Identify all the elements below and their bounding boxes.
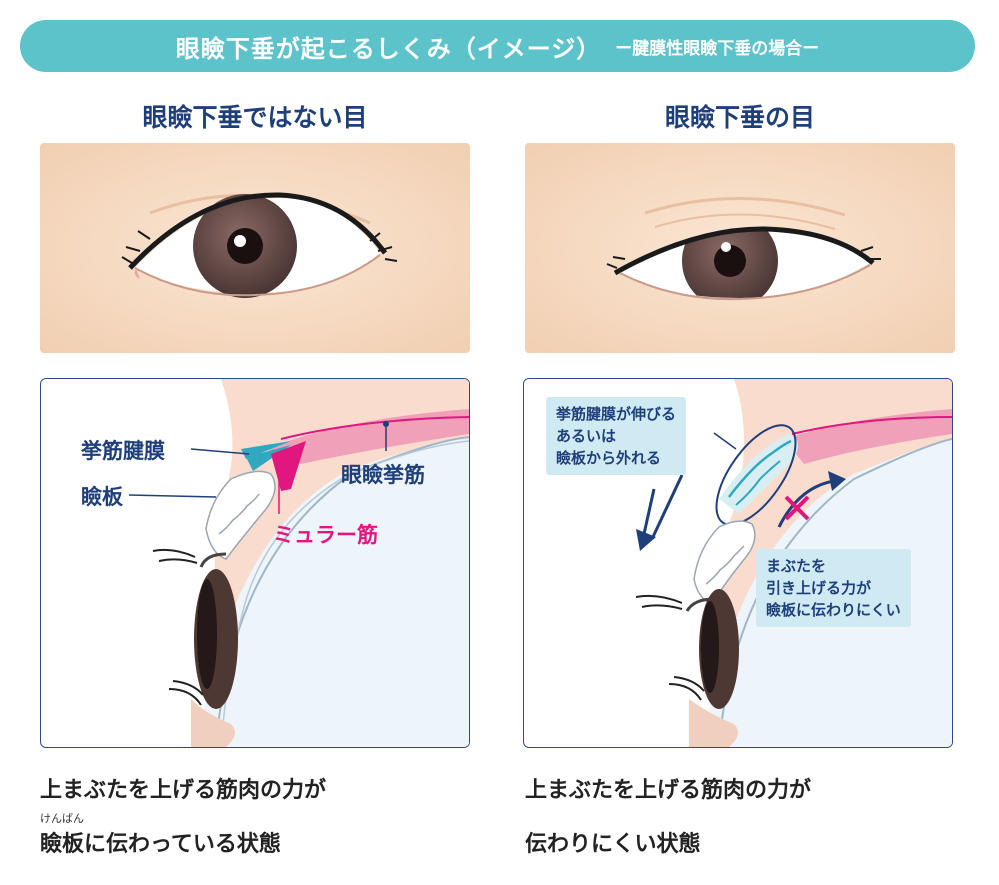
ptosis-eye-heading: 眼瞼下垂の目 [525, 98, 955, 134]
ptosis-caption-line1: 上まぶたを上げる筋肉の力が [525, 772, 811, 804]
label-tarsus: 瞼板 [81, 481, 123, 511]
note-force-not-transmitted: まぶたを 引き上げる力が 瞼板に伝わりにくい [756, 549, 911, 627]
ptosis-eye-illustration [525, 143, 955, 353]
banner-subtitle: ー腱膜性眼瞼下垂の場合ー [615, 34, 819, 59]
ptosis-caption-line2: 伝わりにくい状態 [525, 826, 701, 858]
normal-eye-illustration [40, 143, 470, 353]
banner-title: 眼瞼下垂が起こるしくみ（イメージ） [176, 29, 601, 64]
normal-caption-line1: 上まぶたを上げる筋肉の力が [40, 772, 326, 804]
note-aponeurosis-stretched: 挙筋腱膜が伸びる あるいは 瞼板から外れる [546, 397, 686, 475]
title-banner: 眼瞼下垂が起こるしくみ（イメージ） ー腱膜性眼瞼下垂の場合ー [20, 20, 975, 72]
ptosis-cross-section-panel: 挙筋腱膜が伸びる あるいは 瞼板から外れる まぶたを 引き上げる力が 瞼板に伝わ… [523, 378, 953, 748]
label-levator-muscle: 眼瞼挙筋 [341, 459, 425, 489]
label-muller-muscle: ミュラー筋 [273, 519, 378, 549]
tarsus-ruby: けんばん [40, 810, 84, 826]
normal-cross-section-panel: 挙筋腱膜 瞼板 眼瞼挙筋 ミュラー筋 [40, 378, 470, 748]
normal-eye-heading: 眼瞼下垂ではない目 [40, 98, 470, 134]
normal-caption-line2: 瞼板に伝わっている状態 [40, 826, 281, 858]
label-levator-aponeurosis: 挙筋腱膜 [81, 435, 165, 465]
